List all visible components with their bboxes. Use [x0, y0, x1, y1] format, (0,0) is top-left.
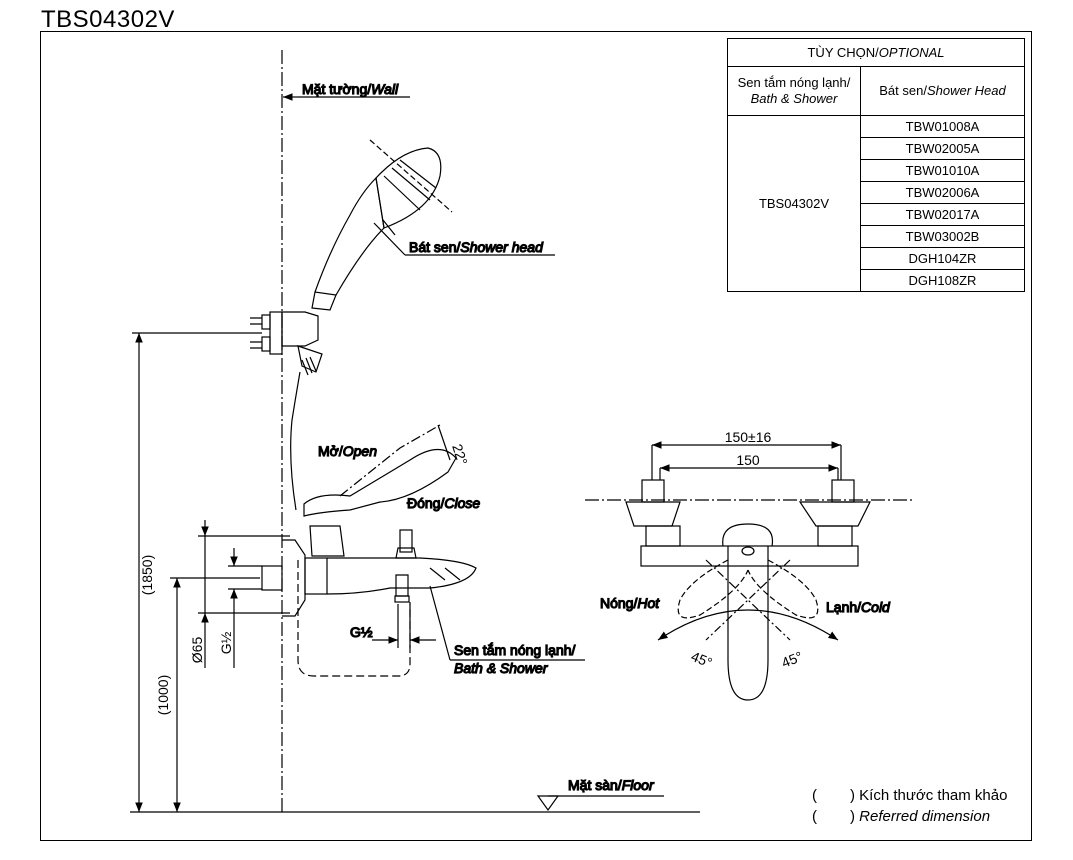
shower-head-model: TBW02005A: [860, 137, 1025, 160]
angle-45-right: 45°: [779, 648, 805, 671]
legend-en: Referred dimension: [859, 808, 991, 825]
mixer-side-view: [261, 424, 477, 677]
shower-head-model: TBW03002B: [860, 225, 1025, 248]
close-label: Đóng/Close: [407, 495, 480, 511]
shower-head-model: TBW02006A: [860, 181, 1025, 204]
legend-vi: Kích thước tham khảo: [859, 787, 1008, 804]
height-1000-dimension: (1000): [155, 675, 171, 715]
wall-label: Mặt tường/Wall: [302, 81, 399, 97]
bath-shower-label-en: Bath & Shower: [454, 660, 549, 676]
shower-head-model: TBW01008A: [860, 115, 1025, 138]
thread-g-half-bottom: G½: [350, 624, 373, 640]
mixer-front-view: [625, 479, 871, 701]
options-table: TÙY CHỌN/OPTIONAL Sen tắm nóng lạnh/Bath…: [727, 38, 1025, 292]
height-1850-dimension: (1850): [139, 555, 155, 595]
shower-head-label: Bát sen/Shower head: [409, 239, 544, 255]
angle-45-left: 45°: [689, 648, 715, 671]
shower-holder: [250, 311, 323, 511]
column-bath-shower: Sen tắm nóng lạnh/Bath & Shower: [727, 66, 861, 116]
drawing-frame: [40, 31, 1032, 841]
bath-shower-label: Sen tắm nóng lạnh/: [454, 642, 576, 658]
open-label: Mở/Open: [318, 443, 377, 459]
shower-head-model: TBW01010A: [860, 159, 1025, 182]
shower-head-model: DGH104ZR: [860, 247, 1025, 270]
diameter-65-dimension: Ø65: [189, 637, 205, 664]
reference-legend: () Kích thước tham khảo () Referred dime…: [812, 787, 1008, 825]
thread-g-half-left: G½: [218, 631, 234, 654]
product-model-cell: TBS04302V: [727, 115, 861, 292]
shower-head-model: TBW02017A: [860, 203, 1025, 226]
width-150-16-dimension: 150±16: [725, 429, 772, 445]
cold-label: Lạnh/Cold: [826, 599, 891, 615]
width-150-dimension: 150: [736, 452, 760, 468]
floor-label: Mặt sàn/Floor: [568, 777, 655, 793]
options-table-header: TÙY CHỌN/OPTIONAL: [727, 38, 1025, 67]
shower-head-model: DGH108ZR: [860, 269, 1025, 292]
column-shower-head: Bát sen/Shower Head: [860, 66, 1025, 116]
shower-head-side: [311, 139, 453, 311]
drawing-title: TBS04302V: [41, 6, 175, 33]
lever-angle-22: 22°: [449, 442, 471, 467]
hot-label: Nóng/Hot: [600, 595, 660, 611]
